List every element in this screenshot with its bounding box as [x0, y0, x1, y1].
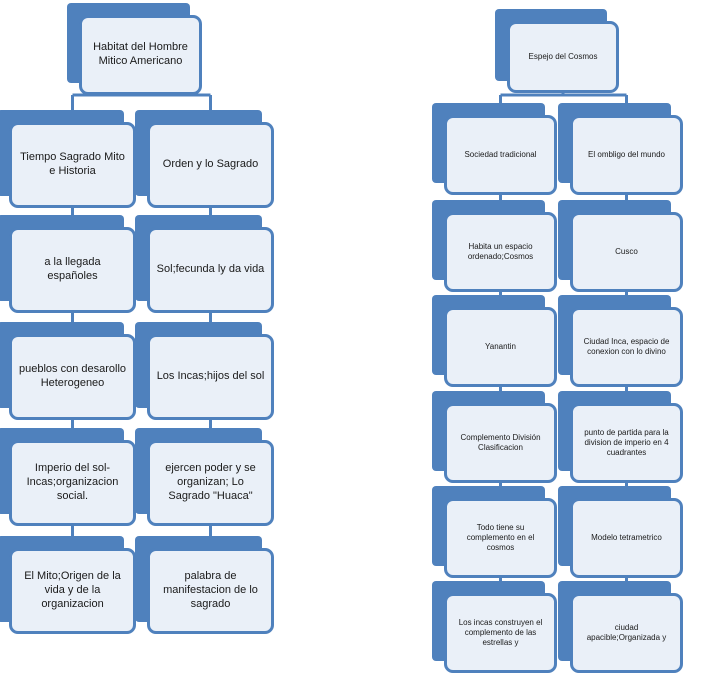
right-col1-node-6: Los incas construyen el complemento de l…	[432, 581, 557, 673]
node-label: Los incas construyen el complemento de l…	[458, 618, 543, 647]
left-col2-node-5: palabra de manifestacion de lo sagrado	[135, 536, 274, 634]
left-root-node: Habitat del Hombre Mitico Americano	[67, 3, 202, 95]
card-face: Tiempo Sagrado Mito e Historia	[9, 122, 136, 208]
card-face: Imperio del sol-Incas;organizacion socia…	[9, 440, 136, 526]
left-col1-node-2: a la llegada españoles	[0, 215, 136, 313]
left-col1-node-5: El Mito;Origen de la vida y de la organi…	[0, 536, 136, 634]
node-label: Sol;fecunda ly da vida	[156, 263, 265, 276]
left-col2-node-4: ejercen poder y se organizan; Lo Sagrado…	[135, 428, 274, 526]
right-col2-node-6: ciudad apacible;Organizada y	[558, 581, 683, 673]
node-label: Complemento División Clasificacion	[460, 433, 541, 452]
card-face: ejercen poder y se organizan; Lo Sagrado…	[147, 440, 274, 526]
node-label: Ciudad Inca, espacio de conexion con lo …	[583, 337, 670, 356]
card-face: punto de partida para la division de imp…	[570, 403, 683, 483]
card-face: ciudad apacible;Organizada y	[570, 593, 683, 673]
node-label: Cusco	[615, 247, 638, 256]
right-col1-node-4: Complemento División Clasificacion	[432, 391, 557, 483]
card-face: a la llegada españoles	[9, 227, 136, 313]
right-col2-node-1: El ombligo del mundo	[558, 103, 683, 195]
card-face: Yanantin	[444, 307, 557, 387]
node-label: a la llegada españoles	[44, 256, 101, 282]
left-col1-node-1: Tiempo Sagrado Mito e Historia	[0, 110, 136, 208]
card-face: Ciudad Inca, espacio de conexion con lo …	[570, 307, 683, 387]
left-col1-node-3: pueblos con desarollo Heterogeneo	[0, 322, 136, 420]
node-label: ejercen poder y se organizan; Lo Sagrado…	[165, 462, 256, 502]
right-col2-node-3: Ciudad Inca, espacio de conexion con lo …	[558, 295, 683, 387]
card-face: Complemento División Clasificacion	[444, 403, 557, 483]
card-face: Sol;fecunda ly da vida	[147, 227, 274, 313]
right-col1-node-1: Sociedad tradicional	[432, 103, 557, 195]
node-label: Modelo tetrametrico	[591, 533, 662, 542]
card-face: Los Incas;hijos del sol	[147, 334, 274, 420]
card-face: El Mito;Origen de la vida y de la organi…	[9, 548, 136, 634]
node-label: Habita un espacio ordenado;Cosmos	[467, 242, 534, 261]
node-label: Imperio del sol-Incas;organizacion socia…	[26, 462, 119, 502]
node-label: El ombligo del mundo	[588, 150, 665, 159]
card-face: Habita un espacio ordenado;Cosmos	[444, 212, 557, 292]
node-label: Yanantin	[485, 342, 516, 351]
card-face: Habitat del Hombre Mitico Americano	[79, 15, 202, 95]
card-face: Cusco	[570, 212, 683, 292]
card-face: pueblos con desarollo Heterogeneo	[9, 334, 136, 420]
node-label: ciudad apacible;Organizada y	[586, 623, 667, 642]
left-col2-node-2: Sol;fecunda ly da vida	[135, 215, 274, 313]
card-face: Modelo tetrametrico	[570, 498, 683, 578]
node-label: Orden y lo Sagrado	[162, 158, 259, 171]
left-col2-node-1: Orden y lo Sagrado	[135, 110, 274, 208]
card-face: Sociedad tradicional	[444, 115, 557, 195]
node-label: Tiempo Sagrado Mito e Historia	[20, 151, 125, 177]
right-col2-node-5: Modelo tetrametrico	[558, 486, 683, 578]
left-col2-node-3: Los Incas;hijos del sol	[135, 322, 274, 420]
card-face: Los incas construyen el complemento de l…	[444, 593, 557, 673]
node-label: pueblos con desarollo Heterogeneo	[18, 363, 127, 389]
card-face: Espejo del Cosmos	[507, 21, 619, 93]
node-label: punto de partida para la division de imp…	[584, 428, 669, 457]
node-label: El Mito;Origen de la vida y de la organi…	[24, 570, 121, 610]
right-col1-node-3: Yanantin	[432, 295, 557, 387]
right-col2-node-2: Cusco	[558, 200, 683, 292]
card-face: palabra de manifestacion de lo sagrado	[147, 548, 274, 634]
node-label: Los Incas;hijos del sol	[156, 370, 265, 383]
right-col2-node-4: punto de partida para la division de imp…	[558, 391, 683, 483]
left-col1-node-4: Imperio del sol-Incas;organizacion socia…	[0, 428, 136, 526]
node-label: Sociedad tradicional	[464, 150, 537, 159]
right-col1-node-5: Todo tiene su complemento en el cosmos	[432, 486, 557, 578]
node-label: Todo tiene su complemento en el cosmos	[466, 523, 535, 552]
right-root-node: Espejo del Cosmos	[495, 9, 619, 93]
node-label: Habitat del Hombre Mitico Americano	[93, 41, 188, 67]
card-face: Orden y lo Sagrado	[147, 122, 274, 208]
right-col1-node-2: Habita un espacio ordenado;Cosmos	[432, 200, 557, 292]
node-label: palabra de manifestacion de lo sagrado	[163, 570, 258, 610]
card-face: Todo tiene su complemento en el cosmos	[444, 498, 557, 578]
node-label: Espejo del Cosmos	[528, 52, 598, 61]
card-face: El ombligo del mundo	[570, 115, 683, 195]
